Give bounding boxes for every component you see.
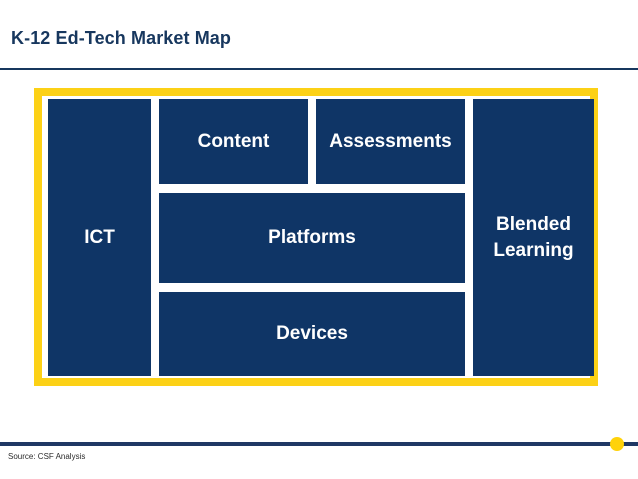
segment-column-middle: Content Assessments Platforms Devices bbox=[159, 99, 465, 376]
segment-label-assessments: Assessments bbox=[329, 130, 452, 152]
footer-divider bbox=[0, 442, 638, 446]
market-map-diagram: ICT Content Assessments Platforms Device… bbox=[34, 88, 598, 386]
segment-row-top: Content Assessments bbox=[159, 99, 465, 184]
segment-label-blended-learning-line1: Blended bbox=[496, 213, 571, 235]
segment-box-platforms[interactable]: Platforms bbox=[159, 193, 465, 283]
title-divider bbox=[0, 68, 638, 70]
segment-box-assessments[interactable]: Assessments bbox=[316, 99, 465, 184]
segment-box-content[interactable]: Content bbox=[159, 99, 308, 184]
segment-label-devices: Devices bbox=[276, 323, 348, 345]
segment-box-blended-learning[interactable]: Blended Learning bbox=[473, 99, 594, 376]
segment-label-platforms: Platforms bbox=[268, 227, 356, 249]
segment-label-ict: ICT bbox=[84, 226, 115, 248]
accent-dot-icon bbox=[610, 437, 624, 451]
segment-label-content: Content bbox=[197, 130, 270, 152]
segment-box-ict[interactable]: ICT bbox=[48, 99, 151, 376]
page-title: K-12 Ed-Tech Market Map bbox=[11, 28, 232, 48]
segment-label-blended-learning-line2: Learning bbox=[493, 239, 574, 261]
segment-label-blended-learning: Blended Learning bbox=[493, 212, 573, 263]
source-note: Source: CSF Analysis bbox=[8, 452, 86, 461]
market-map-grid: ICT Content Assessments Platforms Device… bbox=[48, 99, 594, 376]
segment-box-devices[interactable]: Devices bbox=[159, 292, 465, 376]
